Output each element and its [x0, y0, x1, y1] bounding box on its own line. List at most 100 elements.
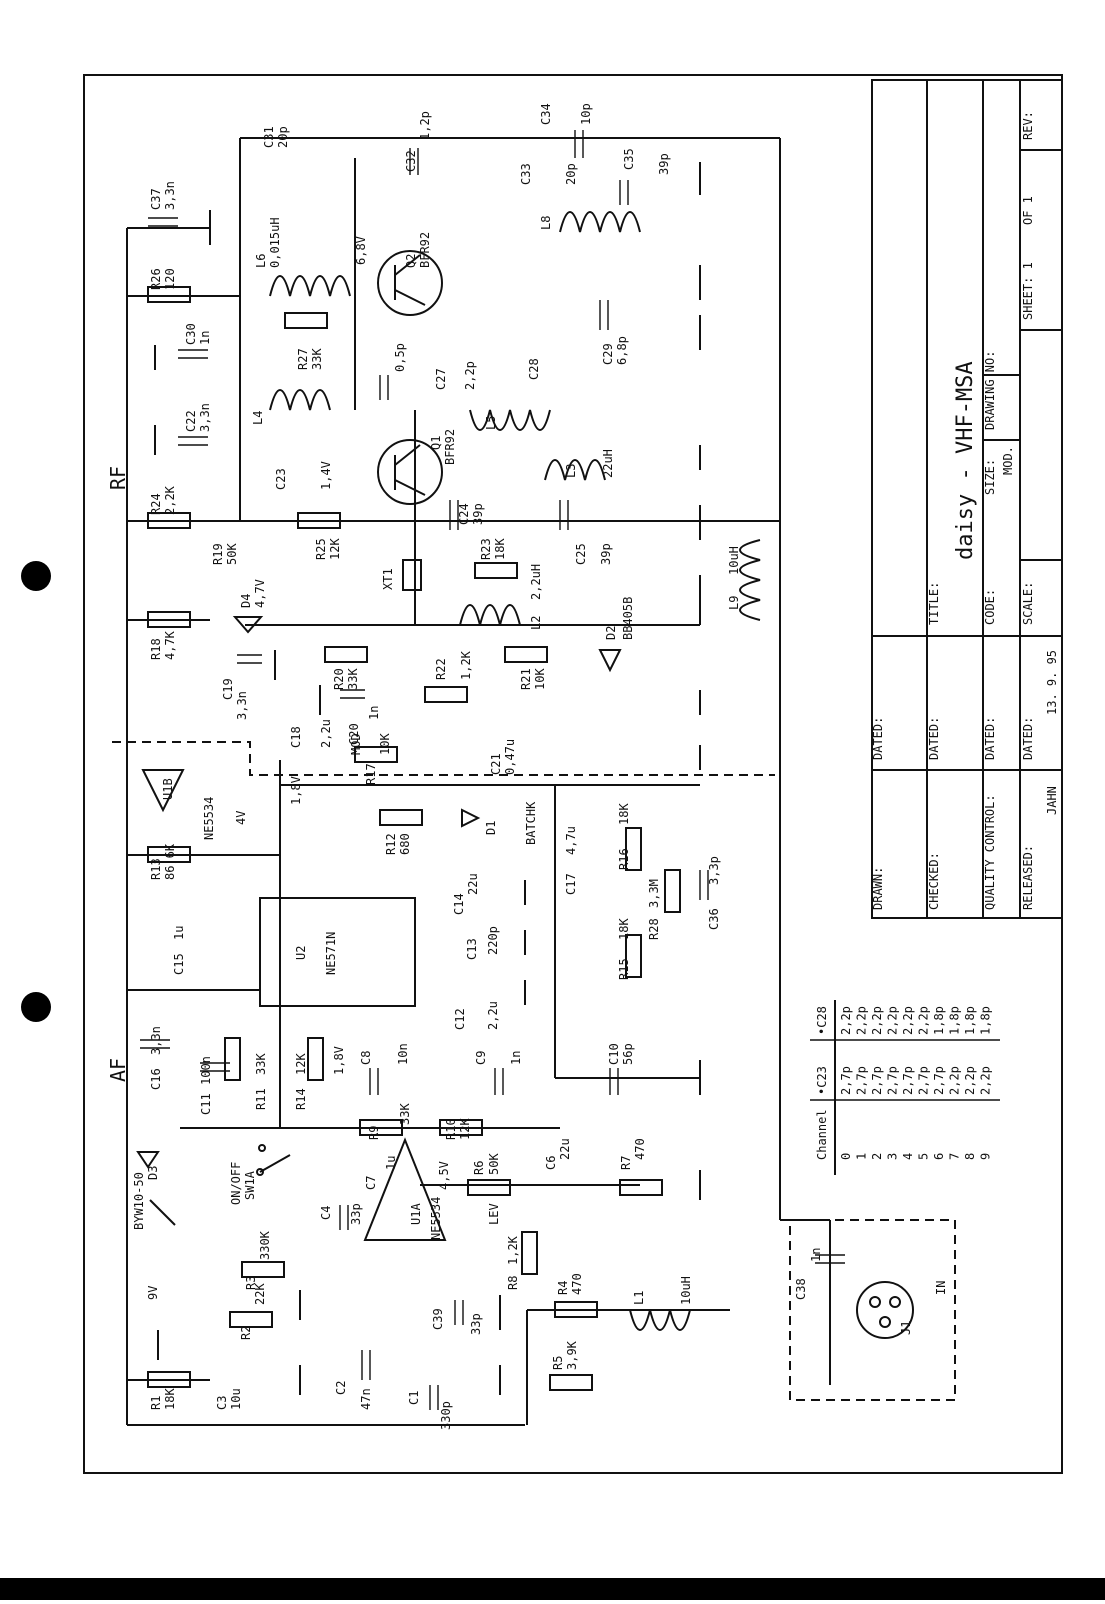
- label-l5: L5: [484, 416, 498, 430]
- value-c3: 10u: [229, 1388, 243, 1410]
- label-l6: L6: [254, 254, 268, 268]
- channel-table-header: Channel: [815, 1109, 829, 1160]
- ground-stubs: [154, 162, 701, 1395]
- input-shield-box: [789, 1219, 956, 1401]
- channel-table-cell: 2: [870, 1153, 884, 1160]
- drawn-label: DRAWN:: [871, 867, 885, 910]
- value-r13: 86,6K: [163, 843, 177, 880]
- channel-table-cell: 1,8p: [979, 1006, 993, 1035]
- label-r4: R4: [556, 1281, 570, 1295]
- value-r22: 1,2K: [459, 650, 473, 680]
- label-4v5: 4,5V: [437, 1161, 451, 1190]
- value-c6: 22u: [558, 1138, 572, 1160]
- value-c32: 1,2p: [418, 111, 432, 140]
- value-c2: 47n: [359, 1388, 373, 1410]
- label-mod: MOD: [349, 733, 363, 755]
- label-c37: C37: [149, 188, 163, 210]
- channel-table-cell: 6: [932, 1153, 946, 1160]
- value-l3: 22uH: [601, 449, 615, 478]
- label-r23: R23: [479, 538, 493, 560]
- u2-chip-body: [259, 897, 416, 1007]
- label-c7: C7: [364, 1176, 378, 1190]
- label-j1: J1: [899, 1321, 913, 1335]
- value-c25: 39p: [599, 543, 613, 565]
- label-r1: R1: [149, 1396, 163, 1410]
- value-c39: 33p: [469, 1313, 483, 1335]
- label-c19: C19: [221, 678, 235, 700]
- value-r27: 33K: [310, 348, 324, 370]
- label-r27: R27: [296, 348, 310, 370]
- label-u1a: U1A: [409, 1203, 423, 1225]
- value-c27: 2,2p: [463, 361, 477, 390]
- label-batchk: BATCHK: [524, 801, 538, 845]
- punch-hole-lower: [21, 992, 51, 1022]
- label-r14: R14: [294, 1088, 308, 1110]
- value-q1: BFR92: [443, 429, 457, 465]
- channel-table-cell: 2,2p: [979, 1066, 993, 1095]
- channel-table-cell: 4: [901, 1153, 915, 1160]
- value-r14: 12K: [294, 1053, 308, 1075]
- value-r16: 18K: [617, 803, 631, 825]
- sheet-label: SHEET: 1: [1021, 262, 1035, 320]
- label-sw1a: SW1A: [243, 1170, 257, 1200]
- d3-diode: [136, 1151, 160, 1169]
- scale-label: SCALE:: [1021, 582, 1035, 625]
- channel-table-cell: 3: [886, 1153, 900, 1160]
- label-r15: R15: [617, 958, 631, 980]
- released-dated-label: DATED:: [1021, 717, 1035, 760]
- u1b-opamp: [141, 769, 185, 813]
- channel-table-cell: 2,7p: [855, 1066, 869, 1095]
- channel-table: Channel•C23•C2802,7p2,2p12,7p2,2p22,7p2,…: [810, 1000, 1000, 1175]
- value-r24: 2,2K: [163, 485, 177, 515]
- value-r23: 18K: [493, 538, 507, 560]
- label-c31: C31: [262, 126, 276, 148]
- quality-control-label: QUALITY CONTROL:: [983, 794, 997, 910]
- released-label: RELEASED:: [1021, 845, 1035, 910]
- value-c17: 4,7u: [564, 826, 578, 855]
- label-c30: C30: [184, 323, 198, 345]
- label-ne5534-u1a: NE5534: [429, 1197, 443, 1240]
- channel-table-cell: 2,2p: [855, 1006, 869, 1035]
- qc-dated-label: DATED:: [983, 717, 997, 760]
- label-c18: C18: [289, 726, 303, 748]
- channel-table-cell: 2,7p: [901, 1066, 915, 1095]
- label-c16: C16: [149, 1068, 163, 1090]
- channel-table-cell: 2,7p: [917, 1066, 931, 1095]
- value-c36: 3,3p: [707, 856, 721, 885]
- capacitor-plates: [140, 130, 845, 1410]
- channel-table-cell: 1: [855, 1153, 869, 1160]
- label-c36: C36: [707, 908, 721, 930]
- d2-varicap: [598, 649, 622, 673]
- label-d4: D4: [239, 594, 253, 608]
- value-c9: 1n: [509, 1051, 523, 1065]
- label-r10: R10: [444, 1118, 458, 1140]
- label-r21: R21: [519, 668, 533, 690]
- value-u2: NE571N: [324, 932, 338, 975]
- label-l3: L3: [564, 464, 578, 478]
- label-r19: R19: [211, 543, 225, 565]
- channel-table-header: •C28: [815, 1006, 829, 1035]
- value-c05: 0,5p: [393, 343, 407, 372]
- value-r25: 12K: [328, 538, 342, 560]
- value-c1: 330p: [439, 1401, 453, 1430]
- label-c39: C39: [431, 1308, 445, 1330]
- label-r2: R2: [239, 1326, 253, 1340]
- label-c34: C34: [539, 103, 553, 125]
- value-c11: 100n: [199, 1056, 213, 1085]
- label-r25: R25: [314, 538, 328, 560]
- label-c12: C12: [453, 1008, 467, 1030]
- label-r22: R22: [434, 658, 448, 680]
- label-c17: C17: [564, 873, 578, 895]
- value-c20: 1n: [367, 706, 381, 720]
- value-c35: 39p: [657, 153, 671, 175]
- label-c8: C8: [359, 1051, 373, 1065]
- sheet-of-label: OF 1: [1021, 196, 1035, 225]
- channel-table-cell: 2,2p: [917, 1006, 931, 1035]
- component-labels: C37 3,3n R26 120 C30 1n C22 3,3n R24 2,2…: [132, 103, 948, 1430]
- label-c23: C23: [274, 468, 288, 490]
- label-r6: R6: [472, 1161, 486, 1175]
- label-c35: C35: [622, 148, 636, 170]
- label-1v8-top: 1,8V: [289, 776, 303, 805]
- label-c2: C2: [334, 1381, 348, 1395]
